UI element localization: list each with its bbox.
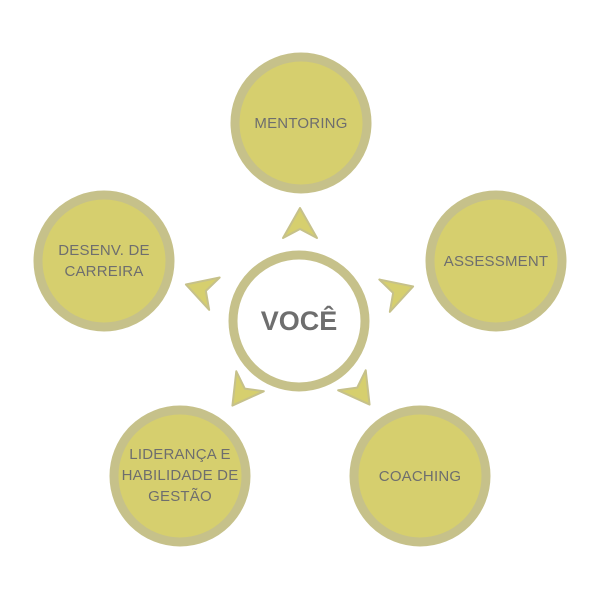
node-circle-desenv (33, 190, 175, 332)
arrow-to-mentoring (282, 207, 318, 239)
node-circle-mentoring (230, 52, 372, 194)
node-circle-coaching (349, 405, 491, 547)
node-label-mentoring: MENTORING (254, 114, 348, 132)
node-label-coaching: COACHING (378, 467, 462, 485)
node-circle-assessment (425, 190, 567, 332)
arrow-to-desenv (184, 276, 221, 311)
node-label-desenv: DESENV. DE CARREIRA (58, 242, 150, 280)
arrow-to-coaching (337, 369, 371, 406)
node-label-assessment: ASSESSMENT (443, 252, 549, 270)
arrow-to-lideranca (231, 370, 265, 407)
arrow-to-assessment (378, 278, 415, 313)
center-label: VOCÊ (260, 305, 338, 336)
center-circle (228, 250, 370, 392)
node-circle-lideranca (109, 405, 251, 547)
node-label-lideranca: LIDERANÇA E HABILIDADE DE GESTÃO (121, 445, 239, 505)
